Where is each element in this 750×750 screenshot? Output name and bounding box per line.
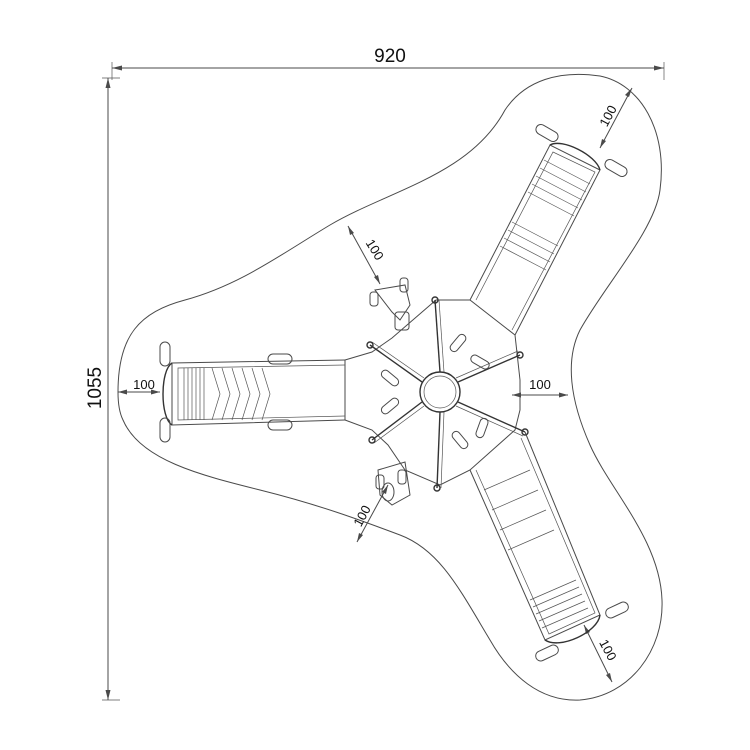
left-arm-ramp	[159, 341, 346, 443]
clearance-label: 100	[133, 377, 155, 392]
clearance-top-right: 100	[596, 87, 633, 149]
clearance-label: 100	[596, 637, 619, 663]
clearance-lower-mid: 100	[350, 484, 389, 543]
clearance-upper-mid: 100	[347, 225, 387, 285]
lower-right-arm-ladder	[469, 431, 629, 662]
clearance-left: 100	[118, 377, 160, 395]
clearance-bottom-right: 100	[583, 624, 620, 683]
lower-seat	[375, 461, 411, 506]
left-arm-chevrons	[211, 367, 271, 421]
hub-grips	[380, 333, 490, 450]
lower-right-rungs	[483, 469, 589, 629]
radial-posts	[366, 296, 529, 492]
upper-right-slats	[499, 159, 591, 271]
safety-zone-outline	[117, 73, 663, 701]
left-arm-slats	[183, 368, 205, 420]
clearance-right: 100	[512, 377, 568, 398]
central-hub	[344, 299, 521, 486]
overall-height-dimension: 1055	[85, 77, 120, 701]
upper-right-arm-ladder	[469, 124, 628, 336]
overall-width-dimension: 920	[111, 46, 665, 80]
upper-seat	[369, 277, 411, 331]
height-label: 1055	[85, 367, 106, 409]
clearance-label: 100	[529, 377, 551, 392]
clearance-label: 100	[596, 103, 619, 129]
width-label: 920	[374, 46, 406, 67]
clearance-label: 100	[350, 503, 373, 529]
